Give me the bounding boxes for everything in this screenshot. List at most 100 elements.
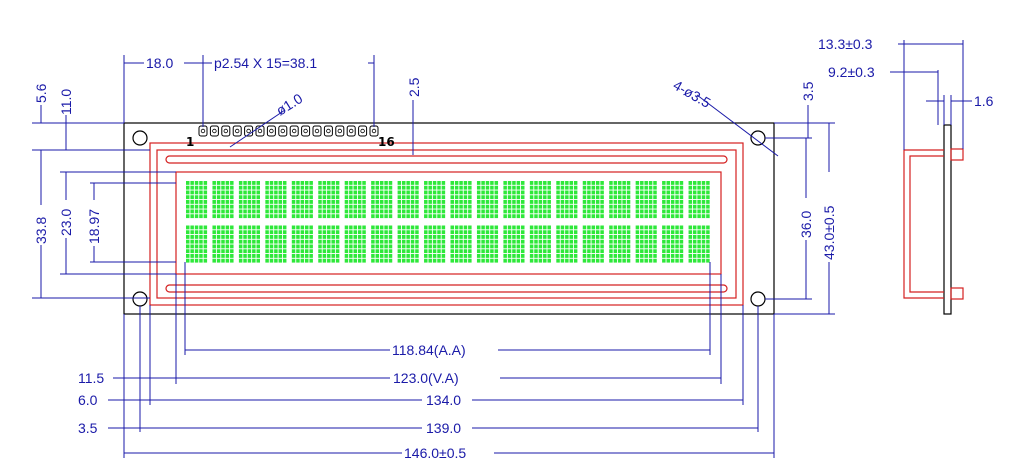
pin-pad (358, 125, 368, 137)
pin-1-label: 1 (186, 135, 194, 149)
bezel-bottom-slot (165, 284, 728, 293)
dim-36-0: 36.0 (798, 211, 814, 238)
pin-pad (346, 125, 356, 137)
dim-11-0: 11.0 (58, 89, 74, 115)
side-pcb (943, 124, 952, 315)
pin-hole (360, 128, 365, 134)
dim-13-3: 13.3±0.3 (818, 36, 873, 52)
pin-16-label: 16 (378, 135, 395, 149)
pin-hole (349, 128, 354, 134)
character-cell (635, 181, 657, 219)
pin-hole (337, 128, 342, 134)
pin-pad (255, 125, 265, 137)
dim-18-97: 18.97 (86, 209, 102, 244)
pin-hole (234, 128, 240, 134)
dim-active-area: 118.84(A.A) (392, 342, 466, 358)
pin-pad (289, 125, 299, 137)
character-cell (318, 181, 340, 219)
character-cell (476, 225, 499, 263)
character-cell (688, 181, 710, 219)
pin-pad (266, 125, 276, 137)
dim-23-0: 23.0 (58, 209, 74, 236)
character-cell (265, 181, 287, 219)
character-cell (238, 225, 260, 263)
side-pin-top (950, 148, 964, 161)
character-cell (291, 181, 313, 219)
bezel-top-slot (165, 155, 728, 164)
pin-pad (335, 125, 345, 137)
pin-hole (257, 128, 263, 134)
character-cell (424, 225, 446, 263)
dim-pin-pitch: p2.54 X 15=38.1 (214, 55, 317, 71)
dim-mount-hole: 4-ø3.5 (671, 77, 714, 111)
dim-146-0: 146.0±0.5 (404, 445, 466, 461)
character-cell (186, 225, 208, 263)
character-cell (212, 181, 234, 219)
character-cell (503, 181, 525, 219)
dim-left-3-5: 3.5 (78, 420, 98, 436)
pin-pad (232, 125, 242, 137)
pin-pad (312, 125, 322, 137)
pin-pad (369, 125, 379, 137)
character-cell (318, 225, 340, 263)
character-cell (397, 225, 419, 263)
pin-pad (301, 125, 311, 137)
dim-33-8: 33.8 (33, 217, 49, 244)
bezel-inner (156, 149, 737, 299)
dim-6-0: 6.0 (78, 392, 98, 408)
character-cell (529, 181, 551, 219)
character-cell (265, 225, 287, 263)
character-cell (503, 225, 525, 263)
character-cell (609, 181, 631, 219)
dim-2-5: 2.5 (406, 77, 422, 97)
pin-pad (244, 125, 254, 137)
dim-pin-hole-diameter: ø1.0 (273, 90, 305, 119)
character-cell (450, 225, 472, 263)
mount-hole-top-left (132, 130, 148, 146)
dim-viewing-area: 123.0(V.A) (393, 370, 459, 386)
pin-hole (246, 128, 251, 134)
pcb-outline (123, 122, 775, 315)
pin-hole (223, 128, 228, 134)
dim-43-0: 43.0±0.5 (821, 205, 837, 260)
pin-pad (323, 125, 333, 137)
pin-header (198, 125, 379, 137)
character-cell (609, 225, 631, 263)
character-cell (344, 225, 366, 263)
character-cell (186, 181, 208, 219)
pin-pad (209, 125, 219, 137)
character-cell (397, 181, 419, 219)
dim-139-0: 139.0 (426, 420, 461, 436)
dim-right-3-5: 3.5 (800, 81, 816, 101)
dim-9-2: 9.2±0.3 (828, 64, 875, 80)
character-cell (291, 225, 313, 263)
character-cell (556, 225, 578, 263)
pin-hole (303, 128, 308, 134)
side-pin-bottom (950, 287, 964, 300)
character-cell (450, 181, 472, 219)
viewing-area (175, 171, 722, 275)
pin-hole (314, 128, 320, 134)
pin-hole (371, 128, 377, 134)
mount-hole-top-right (750, 130, 766, 146)
side-bezel (903, 149, 944, 299)
pin-hole (326, 128, 331, 134)
character-cell (344, 181, 366, 219)
pin-hole (292, 128, 297, 134)
dim-1-6: 1.6 (974, 93, 994, 109)
dim-5-6: 5.6 (33, 83, 49, 103)
pin-hole (200, 128, 206, 134)
mount-hole-bottom-left (132, 291, 148, 307)
bezel-outline (149, 142, 744, 306)
dim-18-0: 18.0 (146, 55, 173, 71)
pin-pad (278, 125, 288, 137)
character-cell (529, 225, 551, 263)
character-cell (662, 225, 684, 263)
character-cell (424, 181, 446, 219)
character-cell (635, 225, 657, 263)
pin-pad (221, 125, 231, 137)
character-cell (582, 225, 604, 263)
character-cell (476, 181, 499, 219)
character-cell (582, 181, 604, 219)
